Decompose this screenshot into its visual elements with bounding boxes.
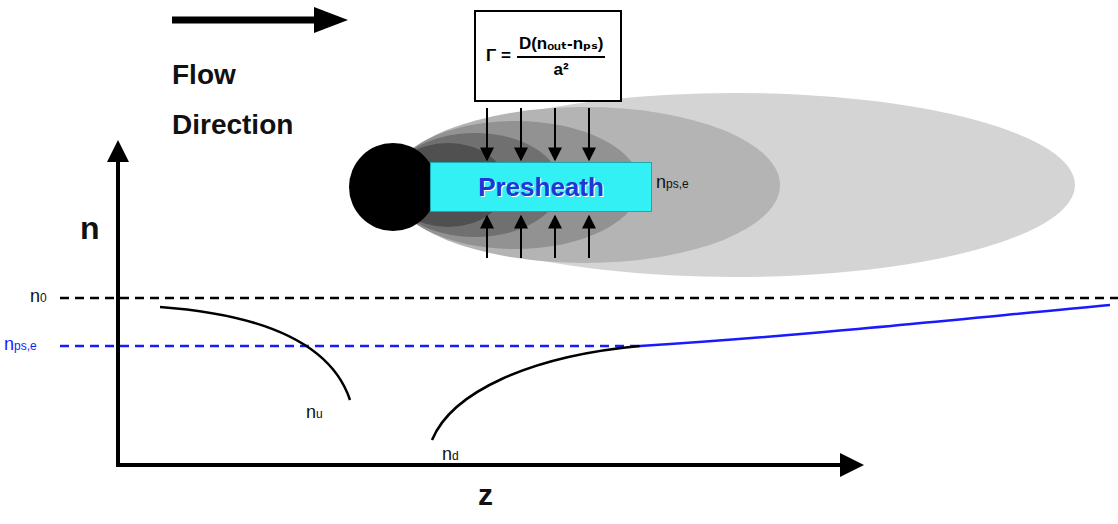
n0-level	[60, 297, 1118, 300]
nps-level	[60, 345, 640, 348]
axis-level-label: n0	[30, 286, 47, 307]
upstream-curve	[160, 307, 350, 400]
formula-numerator: D(nₒᵤₜ-nₚₛ)	[517, 33, 605, 58]
dust-grain	[349, 143, 437, 231]
flow-arrow	[172, 17, 318, 24]
formula-box: Γ = D(nₒᵤₜ-nₚₛ)a²	[474, 10, 622, 102]
downstream-curve	[432, 346, 640, 440]
flux-arrow	[486, 108, 488, 160]
flux-arrows-up	[487, 216, 589, 258]
presheath-level-label: nps,e	[656, 172, 689, 193]
flow-arrow-head	[314, 7, 348, 33]
axis-label: n	[80, 210, 100, 247]
axis-level-label: nps,e	[4, 334, 37, 355]
flux-arrow	[588, 108, 590, 160]
flux-arrows	[487, 108, 589, 160]
axes	[107, 140, 864, 477]
flow-label: Flow Direction	[172, 50, 342, 150]
box-title: Presheath	[478, 172, 604, 203]
downstream-curve-blue	[640, 305, 1110, 346]
curve-label: nu	[306, 402, 323, 423]
formula-denominator: a²	[554, 58, 569, 80]
flux-arrow	[554, 108, 556, 160]
presheath-box: Presheath	[430, 162, 652, 212]
curve-label: nd	[442, 444, 459, 465]
axis-label: z	[478, 478, 493, 512]
formula-text: Γ =	[486, 46, 511, 66]
fraction: D(nₒᵤₜ-nₚₛ)a²	[517, 33, 605, 80]
wake	[390, 93, 1075, 277]
flux-arrow	[520, 108, 522, 160]
